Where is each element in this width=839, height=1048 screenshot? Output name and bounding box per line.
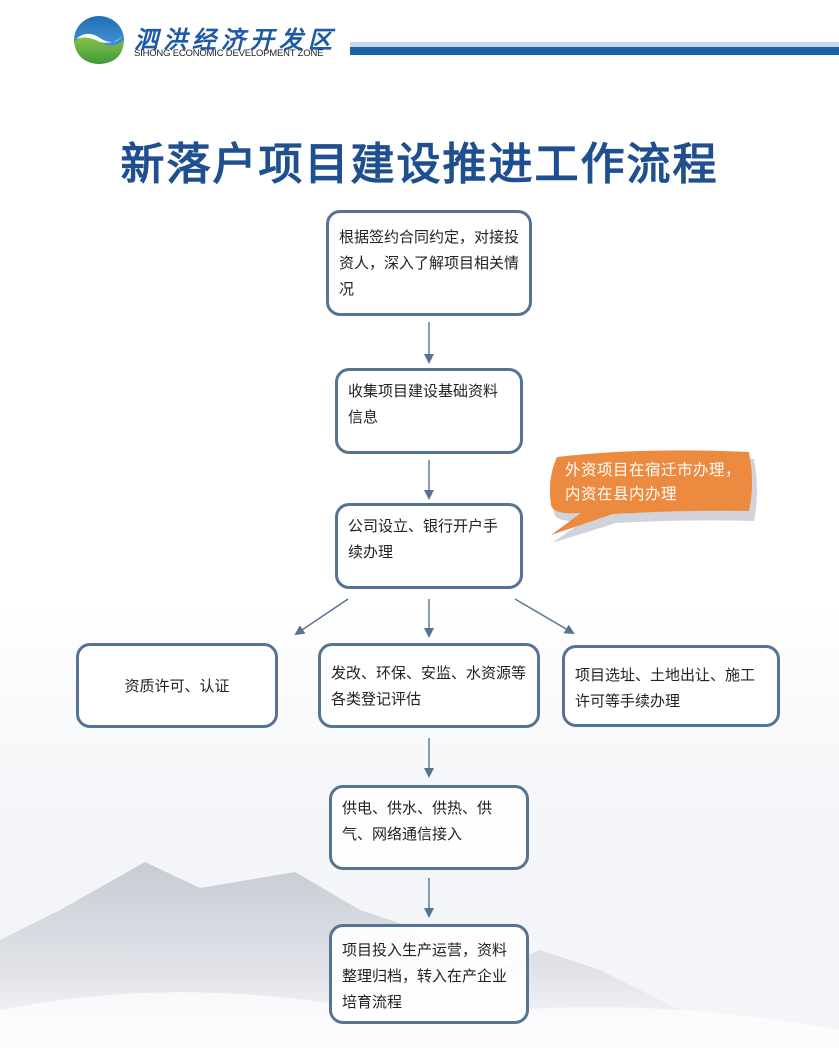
flow-step-2: 收集项目建设基础资料信息: [335, 368, 523, 454]
callout-bubble-shape: [549, 450, 757, 542]
header-rule-dark: [350, 47, 839, 55]
flow-step-6: 项目投入生产运营，资料整理归档，转入在产企业培育流程: [329, 924, 529, 1024]
flow-step-text: 供电、供水、供热、供气、网络通信接入: [342, 799, 493, 843]
flow-step-3: 公司设立、银行开户手续办理: [335, 503, 523, 589]
brand-name-english: SIHONG ECONOMIC DEVELOPMENT ZONE: [134, 48, 324, 59]
flow-step-4a: 资质许可、认证: [76, 643, 278, 728]
flow-step-text: 收集项目建设基础资料信息: [348, 382, 499, 426]
flow-step-4b: 发改、环保、安监、水资源等各类登记评估: [318, 643, 540, 728]
flow-step-text: 根据签约合同约定，对接投资人，深入了解项目相关情况: [339, 228, 520, 298]
flow-step-text: 项目选址、土地出让、施工许可等手续办理: [575, 666, 756, 710]
brand-name-chinese: 泗洪经济开发区: [134, 26, 337, 54]
flow-step-1: 根据签约合同约定，对接投资人，深入了解项目相关情况: [326, 210, 532, 316]
flow-step-4c: 项目选址、土地出让、施工许可等手续办理: [562, 645, 780, 727]
callout-text: 外资项目在宿迁市办理，内资在县内办理: [565, 461, 742, 503]
globe-leaf-logo-icon: [74, 16, 124, 64]
header-rule-light: [350, 42, 839, 47]
flow-step-5: 供电、供水、供热、供气、网络通信接入: [329, 785, 529, 870]
page-title: 新落户项目建设推进工作流程: [120, 139, 719, 190]
flow-step-text: 发改、环保、安监、水资源等各类登记评估: [331, 664, 527, 708]
flow-step-text: 公司设立、银行开户手续办理: [348, 517, 499, 561]
flow-step-text: 资质许可、认证: [124, 676, 230, 695]
flow-step-text: 项目投入生产运营，资料整理归档，转入在产企业培育流程: [342, 941, 508, 1011]
